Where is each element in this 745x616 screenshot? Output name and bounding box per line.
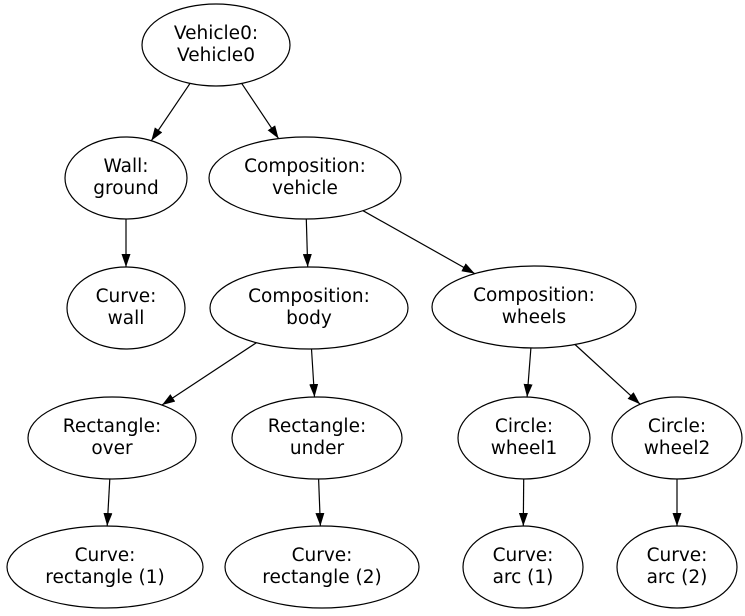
- node-composition-body-ellipse: [209, 266, 409, 350]
- node-curve-wall-label-line1: Curve:: [96, 286, 157, 307]
- node-curve-rectangle-1-ellipse: [6, 525, 204, 609]
- node-curve-wall-label-line2: wall: [108, 308, 145, 329]
- node-composition-vehicle-label-line2: vehicle: [272, 178, 338, 199]
- node-curve-arc-1-label-line2: arc (1): [493, 567, 554, 588]
- node-composition-vehicle-label-line1: Composition:: [244, 156, 366, 177]
- node-rectangle-under-label-line2: under: [290, 438, 345, 459]
- node-curve-wall: Curve:wall: [66, 266, 186, 350]
- node-vehicle0-label-line1: Vehicle0:: [174, 23, 258, 44]
- edge-composition-vehicle-to-composition-body: [302, 218, 312, 268]
- node-curve-arc-2-ellipse: [616, 525, 738, 609]
- node-composition-wheels: Composition:wheels: [431, 265, 637, 349]
- node-curve-rectangle-2-label-line2: rectangle (2): [262, 567, 381, 588]
- edges-layer: [103, 83, 682, 527]
- node-curve-rectangle-1: Curve:rectangle (1): [6, 525, 204, 609]
- edge-composition-body-to-rectangle-under: [309, 348, 319, 398]
- node-curve-rectangle-1-label-line2: rectangle (1): [45, 567, 164, 588]
- edge-composition-body-to-rectangle-over: [161, 342, 257, 406]
- node-rectangle-under-ellipse: [231, 396, 403, 480]
- edge-rectangle-over-to-curve-rectangle-1: [103, 478, 113, 527]
- node-composition-wheels-ellipse: [431, 265, 637, 349]
- node-curve-rectangle-2-ellipse: [224, 525, 420, 609]
- node-rectangle-under-label-line1: Rectangle:: [268, 416, 366, 437]
- node-curve-arc-2: Curve:arc (2): [616, 525, 738, 609]
- edge-composition-vehicle-to-composition-wheels: [362, 210, 476, 275]
- node-curve-wall-ellipse: [66, 266, 186, 350]
- node-curve-rectangle-2-label-line1: Curve:: [292, 545, 353, 566]
- node-composition-wheels-label-line2: wheels: [502, 307, 566, 328]
- node-composition-wheels-label-line1: Composition:: [473, 285, 595, 306]
- node-composition-body: Composition:body: [209, 266, 409, 350]
- node-curve-arc-2-label-line1: Curve:: [647, 545, 708, 566]
- node-composition-body-label-line2: body: [286, 308, 332, 329]
- node-composition-vehicle: Composition:vehicle: [208, 136, 402, 220]
- edge-composition-wheels-to-circle-wheel2: [574, 344, 641, 405]
- nodes-layer: Vehicle0:Vehicle0Wall:groundComposition:…: [6, 3, 743, 609]
- node-circle-wheel1-label-line2: wheel1: [491, 438, 558, 459]
- node-vehicle0: Vehicle0:Vehicle0: [141, 3, 291, 87]
- node-curve-rectangle-1-label-line1: Curve:: [75, 545, 136, 566]
- edge-vehicle0-to-wall-ground: [150, 83, 191, 142]
- node-circle-wheel2: Circle:wheel2: [611, 396, 743, 480]
- node-circle-wheel1: Circle:wheel1: [457, 396, 591, 480]
- node-composition-body-label-line1: Composition:: [248, 286, 370, 307]
- node-rectangle-under: Rectangle:under: [231, 396, 403, 480]
- node-curve-rectangle-2: Curve:rectangle (2): [224, 525, 420, 609]
- node-wall-ground: Wall:ground: [64, 136, 188, 220]
- node-rectangle-over-label-line1: Rectangle:: [63, 416, 161, 437]
- node-wall-ground-label-line2: ground: [93, 178, 158, 199]
- edge-rectangle-under-to-curve-rectangle-2: [315, 478, 325, 527]
- node-circle-wheel1-label-line1: Circle:: [495, 416, 553, 437]
- node-composition-vehicle-ellipse: [208, 136, 402, 220]
- node-rectangle-over-ellipse: [27, 396, 197, 480]
- node-vehicle0-label-line2: Vehicle0: [177, 45, 255, 66]
- node-circle-wheel2-ellipse: [611, 396, 743, 480]
- node-wall-ground-ellipse: [64, 136, 188, 220]
- edge-vehicle0-to-composition-vehicle: [241, 83, 280, 139]
- node-curve-arc-1: Curve:arc (1): [462, 525, 584, 609]
- node-curve-arc-1-ellipse: [462, 525, 584, 609]
- node-curve-arc-2-label-line2: arc (2): [647, 567, 708, 588]
- node-rectangle-over: Rectangle:over: [27, 396, 197, 480]
- node-curve-arc-1-label-line1: Curve:: [493, 545, 554, 566]
- node-circle-wheel1-ellipse: [457, 396, 591, 480]
- edge-composition-wheels-to-circle-wheel1: [523, 347, 533, 398]
- node-wall-ground-label-line1: Wall:: [104, 156, 149, 177]
- node-vehicle0-ellipse: [141, 3, 291, 87]
- node-circle-wheel2-label-line2: wheel2: [644, 438, 711, 459]
- node-circle-wheel2-label-line1: Circle:: [648, 416, 706, 437]
- node-rectangle-over-label-line2: over: [91, 438, 133, 459]
